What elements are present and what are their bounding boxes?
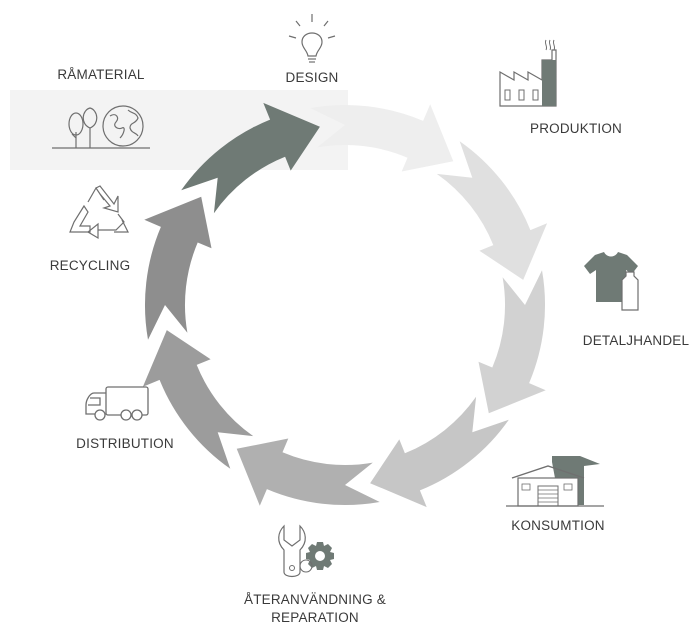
label-design: DESIGN — [286, 70, 339, 85]
lightbulb-icon — [288, 14, 336, 63]
wrench-gear-icon — [278, 524, 334, 578]
factory-icon — [499, 39, 557, 107]
stage-labels: RÅMATERIAL DESIGN PRODUKTION DETALJHANDE… — [50, 67, 690, 625]
arrow-konsumtion-to-ateranvandning — [370, 396, 509, 508]
label-ramaterial: RÅMATERIAL — [57, 67, 145, 82]
arrow-ateranvandning-to-distribution — [236, 438, 380, 506]
arrow-design-to-produktion — [310, 104, 454, 172]
label-ateranvandning: ÅTERANVÄNDNING & — [244, 592, 386, 607]
recycle-icon — [69, 185, 129, 240]
arrow-produktion-to-detaljhandel — [436, 141, 548, 280]
label-produktion: PRODUKTION — [530, 121, 622, 136]
house-icon — [506, 456, 604, 507]
arrow-ramaterial-to-design — [181, 102, 320, 214]
label-reparation: REPARATION — [271, 610, 359, 625]
shirt-bottle-icon — [584, 252, 639, 311]
label-distribution: DISTRIBUTION — [76, 436, 174, 451]
arrow-recycling-to-ramaterial — [144, 196, 212, 340]
label-konsumtion: KONSUMTION — [511, 518, 605, 533]
label-recycling: RECYCLING — [50, 258, 131, 273]
tree-globe-icon — [52, 105, 150, 149]
label-detaljhandel: DETALJHANDEL — [583, 333, 690, 348]
truck-icon — [85, 386, 149, 421]
arrow-detaljhandel-to-konsumtion — [478, 270, 546, 414]
cycle-arrows — [142, 102, 548, 508]
arrow-distribution-to-recycling — [142, 330, 254, 469]
